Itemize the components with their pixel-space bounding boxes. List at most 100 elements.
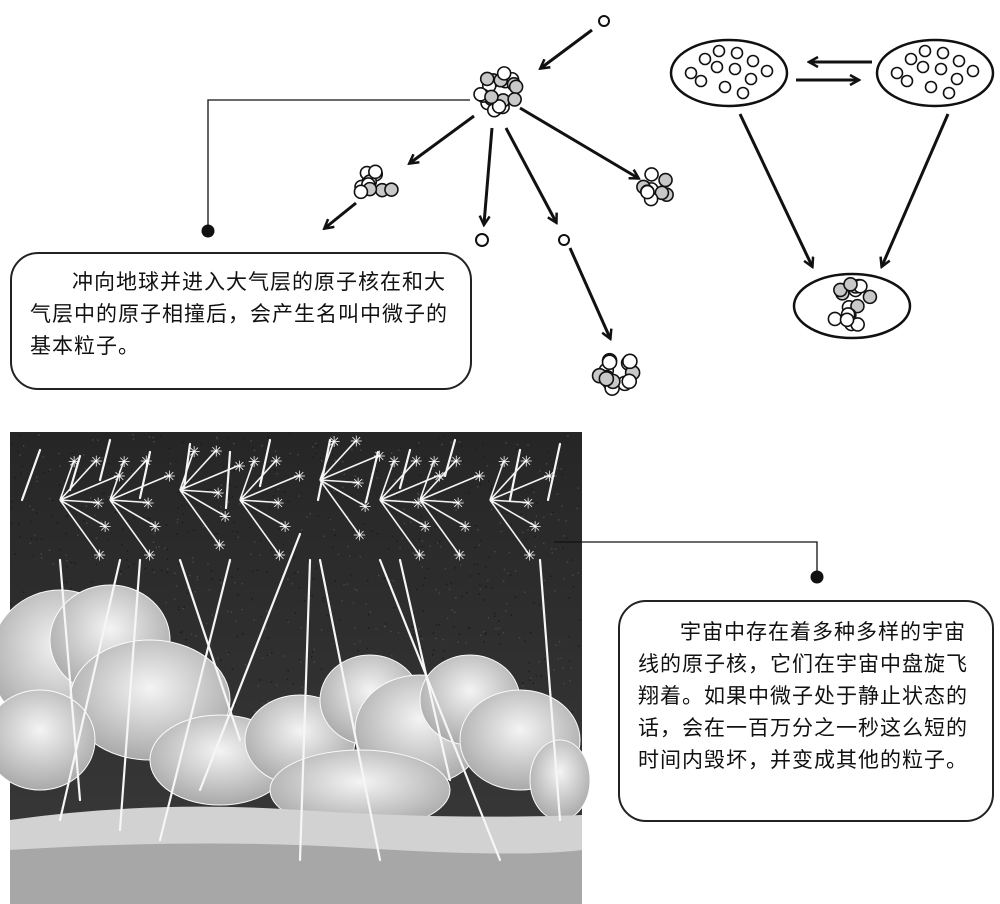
single-particle-down-right [558, 234, 570, 246]
shower-particle-icon: ✳ [413, 547, 426, 565]
shower-branch [239, 460, 255, 501]
shower-branch [419, 499, 458, 504]
shower-particle-icon: ✳ [293, 467, 306, 485]
particle [966, 64, 980, 78]
shower-particle-icon: ✳ [373, 447, 386, 465]
particle [712, 44, 726, 58]
fragment-cluster-bottom [591, 352, 641, 396]
shower-branch [109, 499, 150, 556]
nucleon [353, 184, 369, 200]
shower-branch [239, 460, 277, 501]
ray-streak [538, 558, 562, 822]
shower-particle-icon: ✳ [388, 453, 401, 471]
callout-text-bottom: 宇宙中存在着多种多样的宇宙线的原子核，它们在宇宙中盘旋飞翔着。如果中微子处于静止… [638, 620, 968, 772]
particle [900, 74, 914, 88]
particle [942, 86, 956, 100]
shower-particle-icon: ✳ [433, 467, 446, 485]
shower-branch [59, 474, 120, 501]
shower-branch [419, 460, 435, 501]
shower-particle-icon: ✳ [273, 547, 286, 565]
shower-branch [379, 460, 395, 501]
fragment-arrow-right [519, 106, 638, 178]
shower-particle-icon: ✳ [473, 467, 486, 485]
shower-branch [489, 474, 550, 501]
ground-shadow [10, 843, 582, 904]
shower-branch [379, 499, 418, 504]
ray-streak [182, 442, 192, 490]
shower-particle-icon: ✳ [523, 547, 536, 565]
callout-leader-dot-top [201, 224, 215, 238]
shower-particle-icon: ✳ [210, 443, 223, 461]
ray-streak [98, 438, 112, 482]
shower-branch [59, 460, 75, 501]
particle [684, 66, 698, 80]
shower-particle-icon: ✳ [353, 527, 366, 545]
shower-particle-icon: ✳ [92, 494, 105, 512]
shower-particle-icon: ✳ [520, 453, 533, 471]
fragment-arrow-small-left [325, 201, 357, 228]
callout-cosmic-rays: 宇宙中存在着多种多样的宇宙线的原子核，它们在宇宙中盘旋飞翔着。如果中微子处于静止… [618, 600, 994, 822]
nucleon [850, 298, 865, 314]
ray-streak [364, 450, 380, 504]
nucleon [479, 71, 495, 87]
shower-particle-icon: ✳ [279, 518, 292, 536]
shower-branch [179, 450, 217, 491]
nucleon [491, 99, 507, 114]
nucleon [839, 312, 855, 328]
collision-diagram [201, 15, 674, 396]
nucleon [622, 353, 638, 370]
shower-branch [319, 440, 357, 481]
ray-streak [138, 450, 152, 500]
shower-branch [59, 499, 106, 527]
nucleon [644, 167, 659, 182]
shower-particle-icon: ✳ [410, 453, 423, 471]
incoming-particle [598, 15, 610, 27]
shower-branch [109, 499, 148, 504]
particle [694, 74, 708, 88]
nucleon [384, 182, 399, 197]
ellipse-right-particles [890, 44, 980, 100]
cosmic-rays [20, 438, 562, 862]
nucleon [658, 172, 673, 188]
shower-branch [379, 474, 440, 501]
fragment-cluster-left [353, 164, 399, 200]
shower-branch [319, 479, 366, 507]
shower-particle-icon: ✳ [213, 537, 226, 555]
shower-branch [489, 460, 527, 501]
shower-particle-icon: ✳ [453, 547, 466, 565]
nucleon [496, 66, 512, 81]
shower-particle-icon: ✳ [543, 467, 556, 485]
shower-particle-icon: ✳ [219, 508, 232, 526]
fragment-arrow-down-right [504, 127, 556, 222]
shower-particle-icon: ✳ [142, 494, 155, 512]
shower-particle-icon: ✳ [529, 518, 542, 536]
callout-leader-top [207, 99, 470, 230]
shower-branch [59, 460, 97, 501]
particle [710, 60, 724, 74]
fragment-cluster-right [636, 167, 674, 207]
nucleon [598, 371, 615, 387]
particle [718, 80, 732, 94]
shower-branch [319, 454, 380, 481]
shower-branch [489, 499, 528, 504]
shower-particle-icon: ✳ [419, 518, 432, 536]
nucleon [507, 92, 522, 107]
particle [730, 46, 744, 60]
shower-branch [179, 489, 220, 546]
particle [760, 64, 774, 78]
shower-branch [419, 474, 480, 501]
shower-particle-icon: ✳ [93, 547, 106, 565]
shower-branch [109, 474, 170, 501]
shower-particle-icon: ✳ [350, 433, 363, 451]
shower-particle-icon: ✳ [498, 453, 511, 471]
shower-particle-icon: ✳ [452, 494, 465, 512]
fragment-arrow-far-down [568, 247, 610, 338]
shower-branch [379, 499, 420, 556]
shower-branch [239, 474, 300, 501]
particle [890, 66, 904, 80]
ray-streak [258, 438, 272, 488]
nucleon [654, 185, 670, 201]
particle [746, 54, 760, 68]
nucleon [621, 373, 638, 390]
